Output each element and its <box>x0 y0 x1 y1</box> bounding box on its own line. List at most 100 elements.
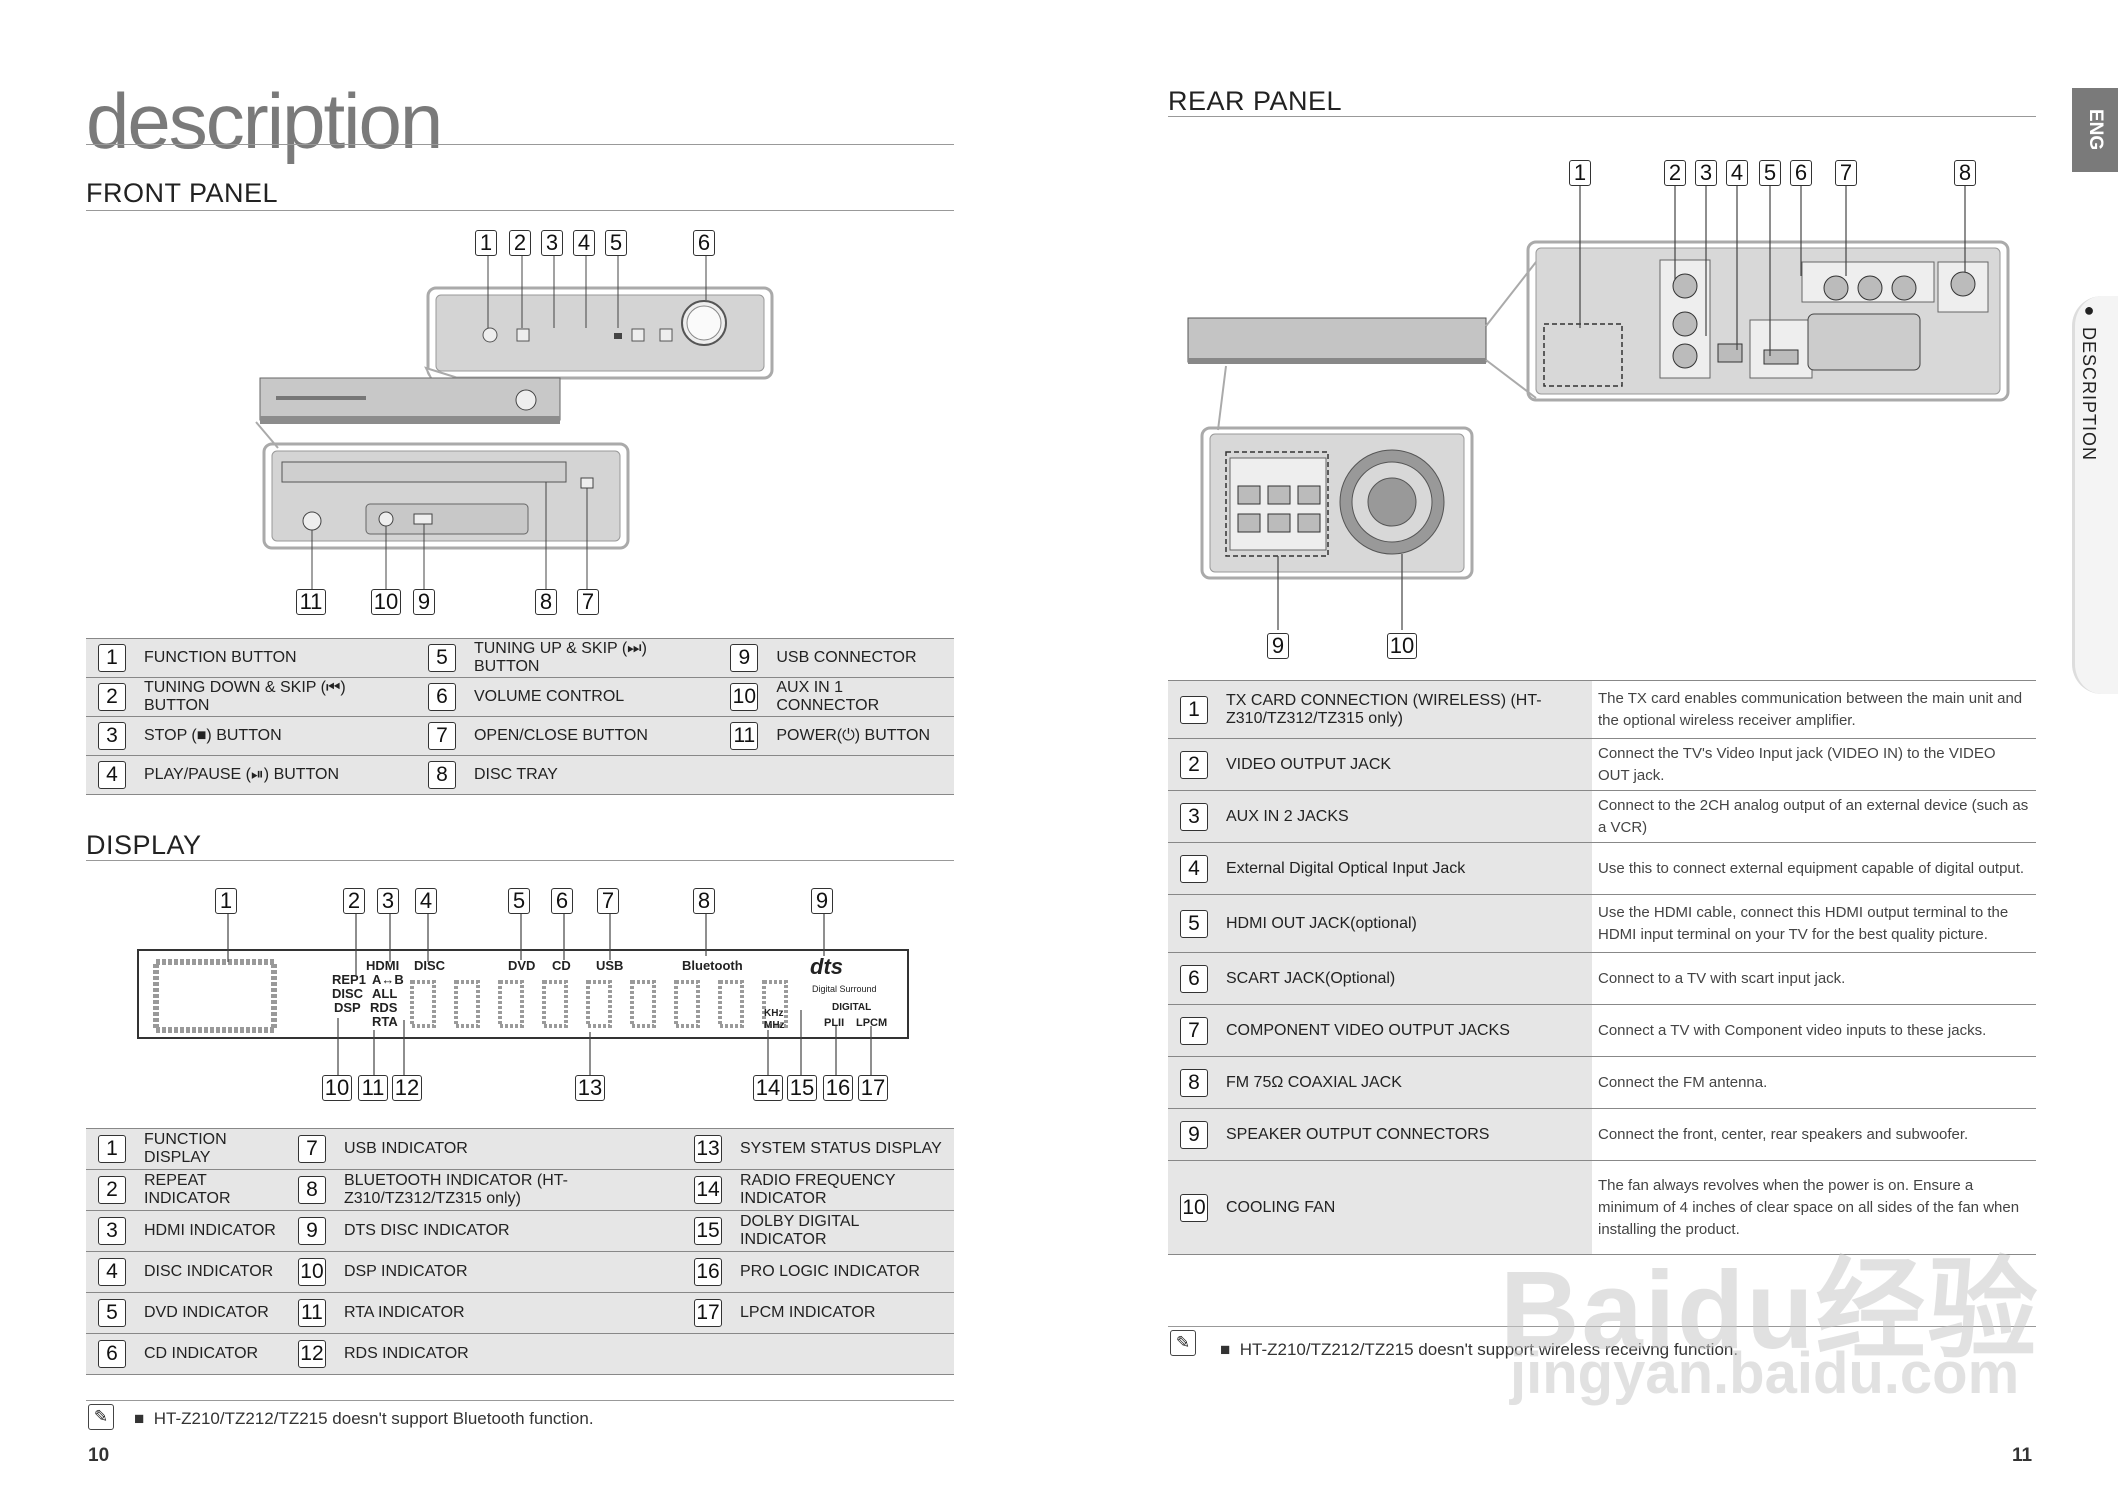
callout: 6 <box>1790 160 1812 186</box>
legend-number: 5 <box>1180 909 1208 938</box>
callout: 5 <box>1759 160 1781 186</box>
callout: 7 <box>1835 160 1857 186</box>
legend-number-cell: 2 <box>1168 738 1220 791</box>
legend-number-cell: 2 <box>86 1169 138 1211</box>
legend-text: PRO LOGIC INDICATOR <box>734 1251 954 1293</box>
legend-number: 11 <box>730 722 759 750</box>
callout: 2 <box>509 230 531 256</box>
legend-text: TX CARD CONNECTION (WIRELESS) (HT-Z310/T… <box>1220 680 1592 739</box>
section-tab[interactable] <box>2072 296 2118 694</box>
legend-number: 2 <box>98 683 126 711</box>
lcd-dvd: DVD <box>508 958 535 973</box>
legend-number-cell <box>682 1333 734 1375</box>
legend-text: BLUETOOTH INDICATOR (HT-Z310/TZ312/TZ315… <box>337 1169 682 1211</box>
legend-number: 8 <box>427 761 456 789</box>
legend-text: SYSTEM STATUS DISPLAY <box>734 1128 954 1170</box>
lcd-lpcm: LPCM <box>856 1017 887 1029</box>
legend-number: 3 <box>98 722 126 750</box>
note-right-text: HT-Z210/TZ212/TZ215 doesn't support wire… <box>1239 1340 1739 1359</box>
legend-number: 14 <box>694 1176 722 1204</box>
rear-panel-rule <box>1168 116 2036 117</box>
lcd-cd: CD <box>552 958 571 973</box>
legend-number-cell: 13 <box>682 1128 734 1170</box>
legend-text: RDS INDICATOR <box>337 1333 682 1375</box>
lcd-bluetooth: Bluetooth <box>682 958 743 973</box>
note-right: ■ HT-Z210/TZ212/TZ215 doesn't support wi… <box>1220 1340 1739 1359</box>
legend-text: FM 75Ω COAXIAL JACK <box>1220 1056 1592 1109</box>
legend-number-cell: 5 <box>1168 894 1220 953</box>
lcd-rta: RTA <box>372 1014 398 1029</box>
lcd-all: ALL <box>372 986 397 1001</box>
legend-text <box>770 755 954 795</box>
note-left: ■ HT-Z210/TZ212/TZ215 doesn't support Bl… <box>134 1409 594 1428</box>
legend-number-cell: 17 <box>682 1292 734 1334</box>
legend-number-cell: 6 <box>1168 952 1220 1005</box>
page-title: description <box>86 77 443 165</box>
callout: 3 <box>541 230 563 256</box>
legend-description: The TX card enables communication betwee… <box>1592 680 2036 739</box>
legend-text: DOLBY DIGITAL INDICATOR <box>734 1210 954 1252</box>
legend-number-cell: 6 <box>86 1333 138 1375</box>
legend-text: DISC TRAY <box>467 755 719 795</box>
legend-number: 6 <box>98 1340 126 1368</box>
language-tab[interactable]: ENG <box>2072 88 2118 172</box>
legend-number: 6 <box>427 683 456 711</box>
legend-number-cell: 10 <box>1168 1160 1220 1255</box>
legend-number-cell: 7 <box>1168 1004 1220 1057</box>
callout: 5 <box>508 888 530 914</box>
legend-row: 1 TX CARD CONNECTION (WIRELESS) (HT-Z310/… <box>1168 680 2036 739</box>
legend-number: 10 <box>297 1258 326 1286</box>
legend-text: TUNING DOWN & SKIP (⏮) BUTTON <box>138 677 416 717</box>
legend-number-cell: 4 <box>86 1251 138 1293</box>
watermark-logo: Baidu经验 <box>1500 1249 2040 1372</box>
legend-text: FUNCTION BUTTON <box>138 638 416 678</box>
legend-number-cell: 3 <box>1168 790 1220 843</box>
legend-number-cell: 8 <box>415 755 468 795</box>
legend-number-cell: 6 <box>415 677 468 717</box>
callout: 3 <box>377 888 399 914</box>
note-rule-right <box>1168 1326 2036 1327</box>
lcd-plii: PLII <box>824 1017 844 1029</box>
legend-number: 1 <box>1180 695 1208 724</box>
front-panel-diagram <box>255 250 774 598</box>
rear-panel-diagram <box>1187 178 2010 630</box>
legend-number-cell: 8 <box>1168 1056 1220 1109</box>
legend-number-cell: 5 <box>415 638 468 678</box>
legend-number: 7 <box>297 1135 326 1163</box>
legend-number-cell: 4 <box>86 755 138 795</box>
legend-text: USB CONNECTOR <box>770 638 954 678</box>
callout: 7 <box>577 589 599 615</box>
note-left-text: HT-Z210/TZ212/TZ215 doesn't support Blue… <box>153 1409 594 1428</box>
callout: 7 <box>597 888 619 914</box>
legend-number: 9 <box>730 644 759 672</box>
legend-number: 10 <box>1180 1193 1208 1222</box>
legend-text: HDMI OUT JACK(optional) <box>1220 894 1592 953</box>
legend-text: DISC INDICATOR <box>138 1251 286 1293</box>
legend-text: SCART JACK(Optional) <box>1220 952 1592 1005</box>
title-rule <box>86 144 954 145</box>
legend-number: 3 <box>98 1217 126 1245</box>
legend-text <box>734 1333 954 1375</box>
legend-number: 7 <box>427 722 456 750</box>
legend-number: 9 <box>297 1217 326 1245</box>
callout: 13 <box>575 1075 605 1101</box>
callout: 8 <box>535 589 557 615</box>
legend-number: 4 <box>98 1258 126 1286</box>
front-panel-rule <box>86 210 954 211</box>
legend-text: DVD INDICATOR <box>138 1292 286 1334</box>
legend-number-cell: 1 <box>86 1128 138 1170</box>
callout: 10 <box>371 589 401 615</box>
legend-description: The fan always revolves when the power i… <box>1592 1160 2036 1255</box>
legend-description: Connect the front, center, rear speakers… <box>1592 1108 2036 1161</box>
legend-number-cell: 9 <box>1168 1108 1220 1161</box>
legend-description: Connect to a TV with scart input jack. <box>1592 952 2036 1005</box>
